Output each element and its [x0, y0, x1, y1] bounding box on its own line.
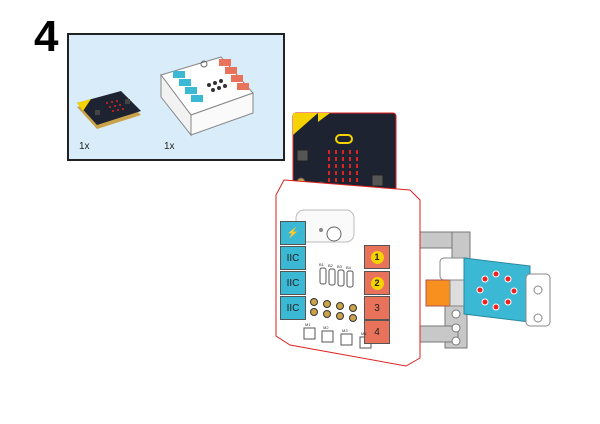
port-4: 4: [364, 320, 390, 344]
led: [328, 164, 330, 168]
port-label: IIC: [286, 302, 300, 314]
port-label: IIC: [286, 277, 300, 289]
led: [342, 171, 344, 175]
led: [335, 157, 337, 161]
led: [349, 150, 351, 154]
led: [356, 171, 358, 175]
led: [342, 157, 344, 161]
parts-illustration: [77, 56, 254, 137]
led-ring-module: [425, 257, 551, 327]
led: [342, 164, 344, 168]
lightning-icon: ⚡: [286, 227, 300, 239]
microbit-board: [292, 112, 397, 208]
expansion-board-part: [160, 56, 254, 137]
led: [335, 178, 337, 182]
led: [349, 171, 351, 175]
led: [342, 150, 344, 154]
port-1: 1: [364, 245, 390, 269]
servo-label: B2: [328, 263, 333, 268]
led: [349, 178, 351, 182]
microbit-part: [77, 91, 141, 129]
led: [356, 164, 358, 168]
led: [335, 171, 337, 175]
motor-label: M3: [342, 328, 348, 333]
port-power: ⚡: [280, 221, 306, 245]
led: [335, 150, 337, 154]
led: [342, 178, 344, 182]
port-iic-3: IIC: [280, 296, 306, 320]
port-iic-1: IIC: [280, 246, 306, 270]
servo-label: B1: [319, 262, 324, 267]
port-number: 4: [374, 326, 380, 338]
led: [328, 171, 330, 175]
microbit-quantity: 1x: [79, 141, 90, 152]
port-number: 2: [370, 276, 384, 290]
port-2: 2: [364, 271, 390, 295]
led: [328, 150, 330, 154]
led: [349, 164, 351, 168]
motor-label: M4: [361, 331, 367, 336]
port-number: 3: [374, 302, 380, 314]
expansion-board-quantity: 1x: [164, 141, 175, 152]
servo-label: B3: [337, 264, 342, 269]
step-number: 4: [34, 12, 59, 61]
servo-label: B4: [346, 265, 351, 270]
led: [349, 157, 351, 161]
led: [356, 178, 358, 182]
led: [356, 150, 358, 154]
port-number: 1: [370, 250, 384, 264]
port-iic-2: IIC: [280, 271, 306, 295]
motor-label: M1: [305, 322, 311, 327]
led: [335, 164, 337, 168]
motor-label: M2: [323, 325, 329, 330]
led: [328, 178, 330, 182]
parts-list-box: 1x 1x: [67, 33, 285, 161]
port-label: IIC: [286, 252, 300, 264]
led: [356, 157, 358, 161]
port-3: 3: [364, 296, 390, 320]
led: [328, 157, 330, 161]
gray-beam-bracket: [417, 231, 471, 349]
